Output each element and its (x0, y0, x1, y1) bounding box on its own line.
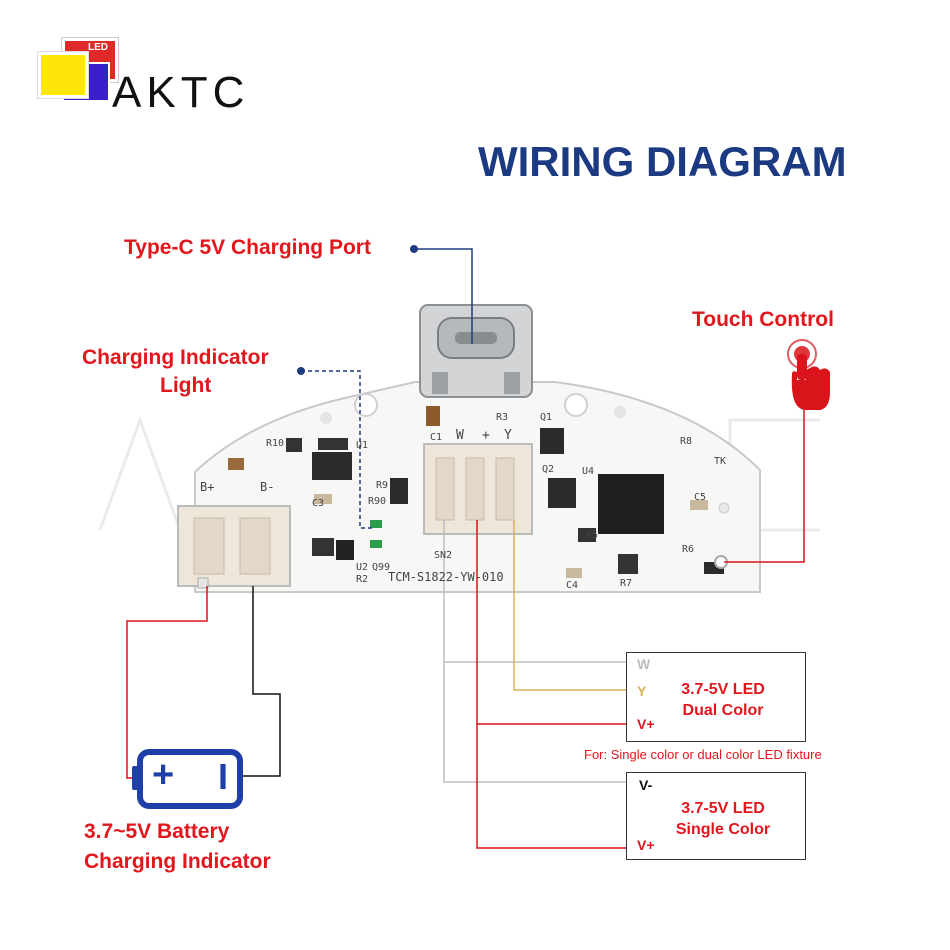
page-title: WIRING DIAGRAM (478, 138, 847, 185)
pcb-silk-r8: R8 (680, 436, 693, 447)
pcb-silk-q1: Q1 (540, 412, 553, 423)
pcb-silk-r2: R2 (356, 574, 369, 585)
pcb-silk-q99: Q99 (372, 562, 391, 573)
pcb-silk-u2: U2 (356, 562, 369, 573)
pcb-silk-r5: R5 (586, 530, 599, 541)
led-dual-color-box: W Y V+ 3.7-5V LED Dual Color (626, 652, 806, 742)
pin-v-plus: V+ (637, 837, 655, 853)
logo-badge-text: LED (88, 42, 108, 53)
pcb-silk-w: W (456, 428, 464, 443)
callout-battery-line2: Charging Indicator (84, 850, 271, 873)
jst-connector-led (423, 443, 533, 535)
wire-v-minus (443, 662, 626, 783)
pcb-silk-q2: Q2 (542, 464, 555, 475)
mount-hole (354, 393, 378, 417)
leader-type-c (414, 248, 473, 344)
fixture-note: For: Single color or dual color LED fixt… (584, 747, 822, 762)
brand-logo: LED (36, 38, 118, 104)
ic-u1 (312, 452, 352, 480)
led-single-color-box: V- V+ 3.7-5V LED Single Color (626, 772, 806, 860)
callout-type-c-port: Type-C 5V Charging Port (124, 236, 371, 259)
wire-v-plus-single (476, 724, 626, 849)
mosfet-q2 (548, 478, 576, 508)
mount-hole (564, 393, 588, 417)
callout-touch-control: Touch Control (692, 308, 834, 331)
pin-v-minus: V- (639, 777, 653, 793)
pin-v-plus: V+ (637, 716, 655, 732)
brand-name: AKTC (112, 68, 250, 117)
pcb-silk-r7: R7 (620, 578, 633, 589)
callout-charging-light-line1: Charging Indicator (82, 346, 269, 369)
pcb-silk-sn2: SN2 (434, 550, 453, 561)
pcb-silk-c3: C3 (312, 498, 325, 509)
pcb-silk-r90: R90 (368, 496, 387, 507)
type-c-connector (419, 304, 533, 398)
pcb-silk-plus: + (482, 428, 490, 443)
logo-square-yellow (38, 52, 88, 98)
pcb-silk-c5: C5 (694, 492, 707, 503)
led-dual-label-line1: 3.7-5V LED (681, 681, 765, 698)
callout-charging-light-line2: Light (160, 374, 212, 397)
pcb-silk-r6: R6 (682, 544, 695, 555)
pcb-silk-c1: C1 (430, 432, 443, 443)
led-single-label-line2: Single Color (675, 821, 771, 838)
pcb-silk-u1: U1 (356, 440, 369, 451)
leader-touch (724, 396, 805, 563)
touch-finger-icon (787, 339, 830, 410)
leader-charging-light (301, 370, 374, 529)
mosfet-q1 (540, 428, 564, 454)
pcb-part-number: TCM-S1822-YW-010 (388, 570, 504, 584)
jst-connector-battery (177, 505, 291, 589)
pcb-silk-u4: U4 (582, 466, 595, 477)
pcb-silk-y: Y (504, 428, 512, 443)
wire-battery-negative (242, 586, 281, 777)
pcb-silk-tk: TK (714, 456, 727, 467)
wire-battery-positive (126, 586, 208, 779)
pcb-silk-b-minus: B- (260, 480, 275, 494)
battery-icon (132, 749, 243, 809)
wire-y (513, 520, 626, 691)
battery-plus-symbol: + (152, 754, 175, 796)
led-dual-label-line2: Dual Color (682, 702, 764, 719)
pcb-silk-b-plus: B+ (200, 480, 215, 494)
pcb-silk-r9: R9 (376, 480, 389, 491)
pin-w: W (637, 656, 651, 672)
ic-u4 (598, 474, 664, 534)
callout-battery-line1: 3.7~5V Battery (84, 820, 230, 843)
led-single-label-line1: 3.7-5V LED (681, 800, 765, 817)
pcb-silk-r10: R10 (266, 438, 285, 449)
pcb-silk-c4: C4 (566, 580, 579, 591)
pcb-silk-r3: R3 (496, 412, 509, 423)
battery-minus-symbol: I (218, 756, 229, 797)
pin-y: Y (637, 683, 647, 699)
